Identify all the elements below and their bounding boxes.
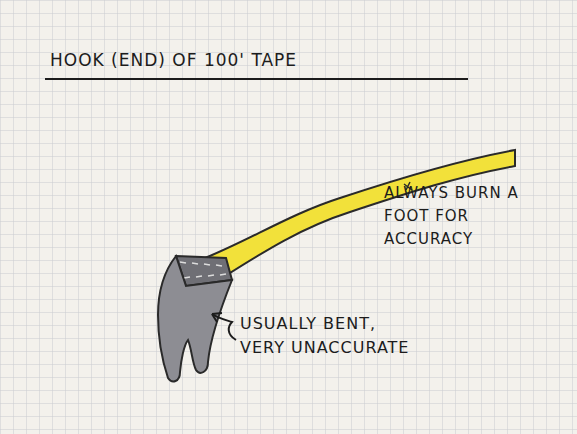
title: HOOK (END) OF 100' TAPE (50, 50, 297, 70)
leader-line (212, 314, 236, 340)
leader-arrowhead (212, 313, 222, 322)
title-underline (45, 78, 468, 80)
hook-rivets (180, 262, 226, 278)
note-label: ALWAYS BURN A FOOT FOR ACCURACY (384, 182, 534, 251)
note-label: USUALLY BENT, VERY UNACCURATE (240, 312, 418, 360)
